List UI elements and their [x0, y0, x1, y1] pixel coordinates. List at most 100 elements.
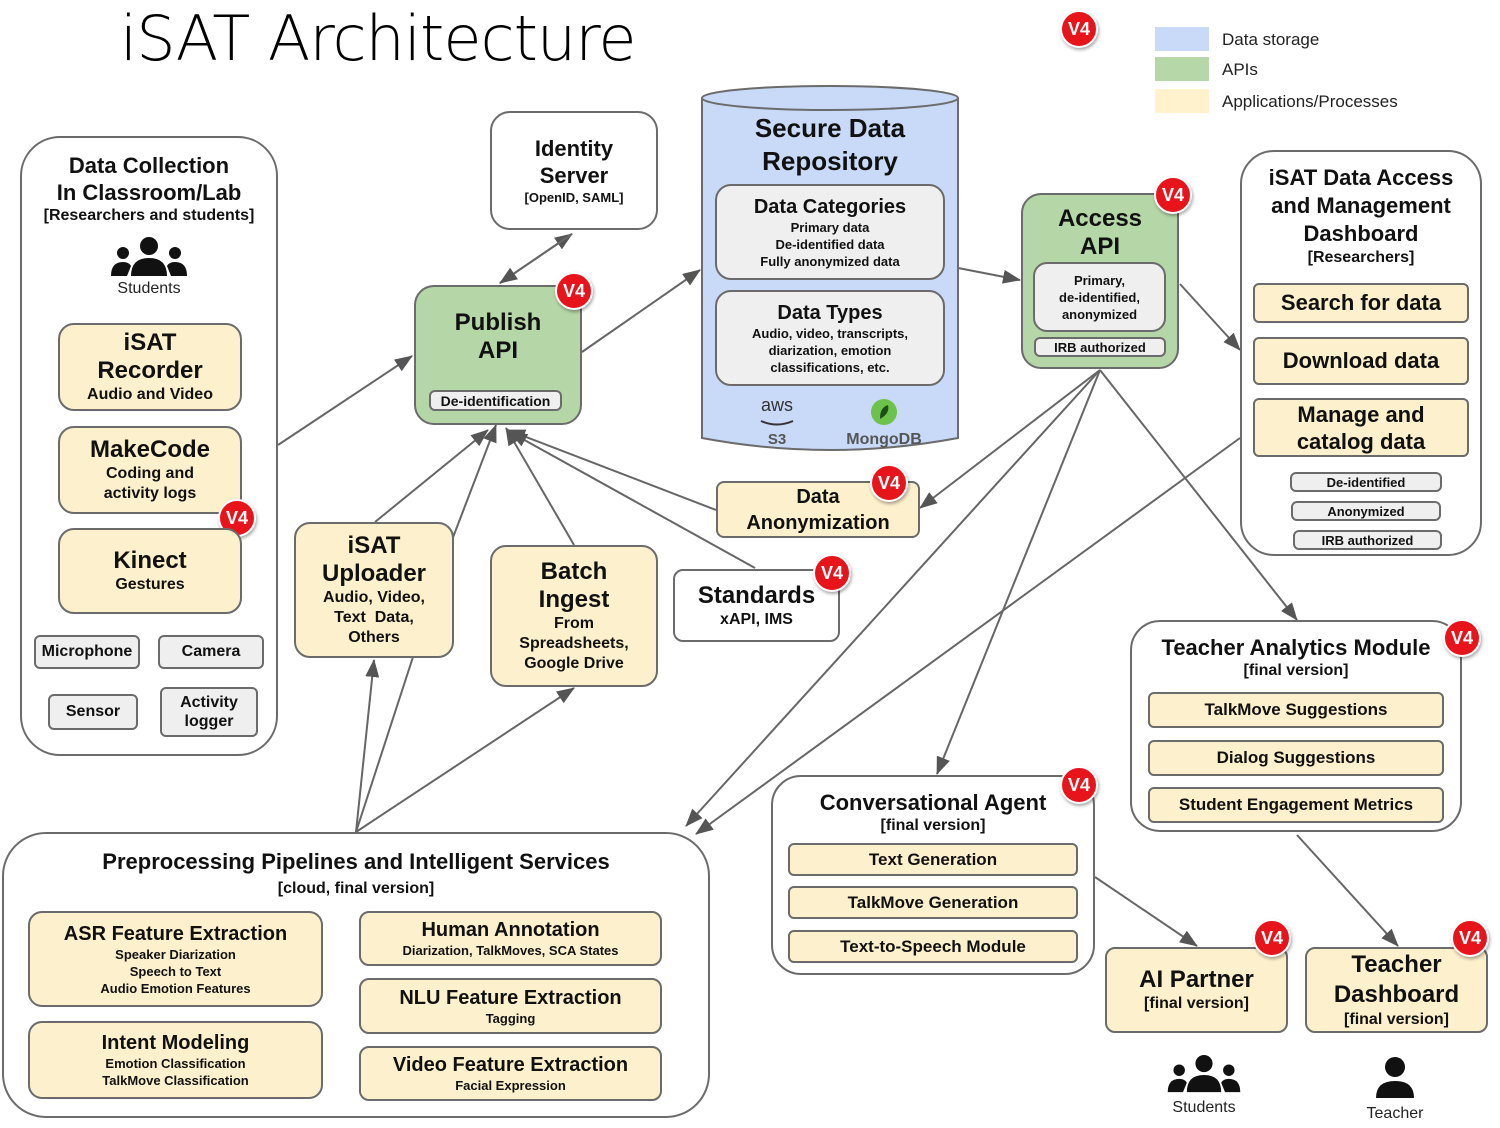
de-identification-tag: De-identification	[429, 390, 562, 411]
isat-uploader-box: iSAT Uploader Audio, Video, Text Data, O…	[294, 522, 454, 658]
arrow-preprocessing-to-batch	[355, 687, 575, 833]
batch-title-2: Ingest	[538, 586, 610, 613]
uploader-title-1: iSAT	[347, 532, 401, 559]
device-activity-logger: Activity logger	[160, 687, 258, 737]
makecode-title: MakeCode	[89, 436, 211, 463]
dialog-suggestions-item: Dialog Suggestions	[1148, 740, 1444, 776]
human-annotation-sub: Diarization, TalkMoves, SCA States	[402, 943, 619, 958]
arrow-identity-to-publish	[499, 233, 573, 284]
anonymization-title-2: Anonymization	[746, 511, 890, 534]
line-uploader-to-preprocessing	[355, 656, 414, 833]
dashboard-title-3: Dashboard	[1303, 221, 1419, 246]
arrow-access-to-preprocessing	[685, 369, 1101, 827]
student-engagement-metrics-item: Student Engagement Metrics	[1148, 787, 1444, 823]
asr-title: ASR Feature Extraction	[63, 922, 288, 945]
arrow-publish-to-repository	[581, 269, 701, 353]
text-generation-item: Text Generation	[788, 843, 1078, 876]
conversational-agent-title: Conversational Agent	[819, 790, 1047, 815]
video-title: Video Feature Extraction	[392, 1054, 629, 1076]
teacher-analytics-subtitle: [final version]	[1243, 662, 1349, 679]
teacher-dashboard-title-1: Teacher	[1351, 951, 1442, 978]
arrow-uploader-to-publish-a	[374, 429, 489, 523]
access-level-line: de-identified,	[1059, 289, 1140, 305]
version-badge: V4	[1253, 919, 1291, 957]
data-categories-box: Data Categories Primary data De-identifi…	[715, 184, 945, 280]
activity-logger-line-2: logger	[184, 713, 234, 730]
version-badge: V4	[1451, 919, 1489, 957]
makecode-box: MakeCode Coding and activity logs	[58, 426, 242, 514]
arrow-access-to-agent	[936, 369, 1101, 775]
nlu-feature-extraction-box: NLU Feature Extraction Tagging	[359, 978, 662, 1034]
arrow-dashboard-to-preprocessing	[695, 437, 1241, 835]
asr-feature-extraction-box: ASR Feature Extraction Speaker Diarizati…	[28, 911, 323, 1007]
manage-catalog-data-button[interactable]: Manage and catalog data	[1253, 398, 1469, 457]
access-data-levels-box: Primary, de-identified, anonymized	[1033, 262, 1166, 332]
teacher-dashboard-sub: [final version]	[1344, 1011, 1449, 1028]
batch-sub-2: Spreadsheets,	[519, 635, 629, 652]
teacher-dashboard-title-2: Dashboard	[1333, 981, 1460, 1008]
version-badge: V4	[555, 272, 593, 310]
device-camera: Camera	[158, 635, 264, 669]
isat-recorder-box: iSAT Recorder Audio and Video	[58, 323, 242, 411]
uploader-sub-3: Others	[348, 629, 400, 646]
device-sensor: Sensor	[48, 694, 138, 730]
data-category-item: De-identified data	[775, 236, 885, 252]
arrow-access-to-dashboard	[1179, 283, 1241, 351]
activity-logger-line-1: Activity	[180, 694, 238, 711]
nlu-sub: Tagging	[485, 1010, 536, 1026]
uploader-sub-1: Audio, Video,	[323, 589, 425, 606]
data-collection-title-2: In Classroom/Lab	[56, 180, 242, 205]
batch-title-1: Batch	[540, 558, 608, 585]
data-types-line: Audio, video, transcripts,	[751, 325, 909, 341]
teacher-analytics-title: Teacher Analytics Module	[1161, 635, 1431, 660]
text-to-speech-item: Text-to-Speech Module	[788, 930, 1078, 963]
preprocessing-subtitle: [cloud, final version]	[277, 880, 435, 897]
legend-label-applications: Applications/Processes	[1222, 92, 1398, 111]
publish-title-1: Publish	[454, 309, 542, 336]
video-feature-extraction-box: Video Feature Extraction Facial Expressi…	[359, 1046, 662, 1101]
search-for-data-button[interactable]: Search for data	[1253, 283, 1469, 323]
access-title-2: API	[1079, 233, 1120, 260]
arrow-repository-to-access	[957, 267, 1021, 284]
arrow-access-to-analytics	[1099, 369, 1298, 621]
aws-smile-icon	[760, 420, 794, 426]
end-user-students: Students	[1163, 1054, 1245, 1117]
mongodb-leaf-icon	[871, 399, 897, 425]
talkmove-suggestions-item: TalkMove Suggestions	[1148, 692, 1444, 728]
arrow-standards-to-publish	[509, 431, 756, 569]
data-category-item: Primary data	[790, 219, 870, 235]
standards-box: Standards xAPI, IMS	[673, 569, 840, 642]
recorder-sub: Audio and Video	[87, 386, 213, 403]
dashboard-title-2: and Management	[1271, 193, 1451, 218]
students-icon	[111, 237, 187, 276]
intent-title: Intent Modeling	[101, 1032, 250, 1054]
asr-item: Speech to Text	[129, 963, 222, 979]
version-badge: V4	[1060, 766, 1098, 804]
ai-partner-sub: [final version]	[1144, 995, 1249, 1012]
makecode-sub-1: Coding and	[106, 465, 194, 482]
video-sub: Facial Expression	[455, 1078, 566, 1093]
asr-item: Speaker Diarization	[115, 946, 236, 962]
arrow-preprocessing-to-uploader	[355, 659, 380, 833]
asr-item: Audio Emotion Features	[100, 980, 251, 996]
identity-title-1: Identity	[534, 136, 614, 161]
standards-title: Standards	[697, 581, 816, 609]
arrow-access-to-anonymization	[919, 369, 1101, 509]
anonymization-title-1: Data	[796, 485, 840, 508]
mongodb-logo: MongoDB	[838, 398, 930, 449]
access-level-line: Primary,	[1073, 272, 1126, 288]
data-types-line: classifications, etc.	[770, 359, 890, 375]
legend-swatch-apis	[1155, 57, 1209, 81]
aws-logo-text: aws	[760, 395, 793, 415]
identity-server-box: Identity Server [OpenID, SAML]	[490, 111, 658, 230]
data-collection-title-1: Data Collection	[68, 153, 230, 178]
aws-s3-logo: aws S3	[752, 396, 802, 448]
de-identified-tag: De-identified	[1290, 472, 1442, 492]
ai-partner-title: AI Partner	[1139, 966, 1254, 993]
nlu-title: NLU Feature Extraction	[399, 986, 622, 1009]
download-data-button[interactable]: Download data	[1253, 337, 1469, 385]
preprocessing-title: Preprocessing Pipelines and Intelligent …	[102, 849, 610, 874]
teacher-dashboard-box: Teacher Dashboard [final version]	[1305, 947, 1488, 1033]
data-category-item: Fully anonymized data	[760, 253, 900, 269]
version-badge: V4	[1154, 176, 1192, 214]
